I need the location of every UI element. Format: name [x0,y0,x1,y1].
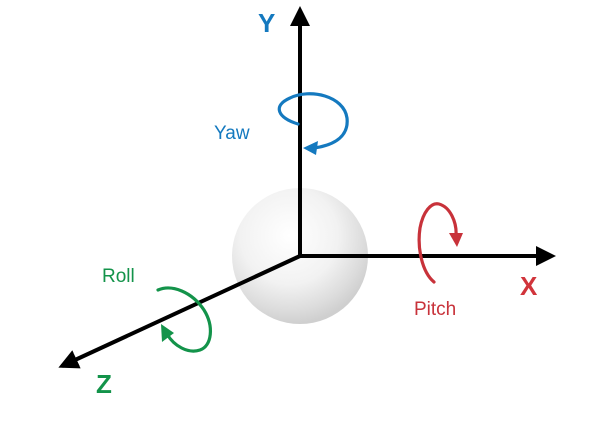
pitch-rotation-arrow [417,202,463,284]
pitch-label: Pitch [414,299,456,320]
z-axis-line [58,254,301,369]
z-axis-label: Z [96,369,112,399]
x-axis-label: X [520,271,538,301]
roll-label: Roll [102,266,135,287]
roll-rotation-arrow [156,286,212,353]
y-axis-label: Y [258,8,275,38]
yaw-label: Yaw [214,123,250,144]
yaw-rotation-arrow [277,92,349,155]
